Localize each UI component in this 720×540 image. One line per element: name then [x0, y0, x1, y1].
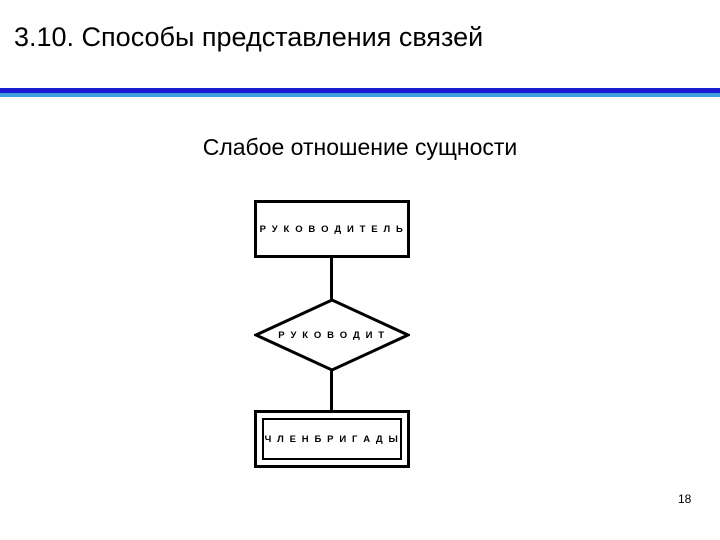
page-title: 3.10. Способы представления связей: [14, 22, 484, 52]
slide-subtitle: Слабое отношение сущности: [202, 134, 518, 160]
entity-node-crew-member-label: Ч Л Е Н Б Р И Г А Д Ы: [264, 433, 400, 445]
relationship-node-manages-label: Р У К О В О Д И Т: [278, 329, 386, 341]
entity-node-manager: Р У К О В О Д И Т Е Л Ь: [254, 200, 410, 258]
entity-node-crew-member-inner-border: [262, 418, 402, 460]
entity-node-crew-member: Ч Л Е Н Б Р И Г А Д Ы: [254, 410, 410, 468]
title-divider-light: [0, 93, 720, 97]
title-divider-dark: [0, 88, 720, 93]
er-diagram: Р У К О В О Д И Т Е Л Ь Р У К О В О Д И …: [210, 185, 510, 485]
relationship-node-manages: Р У К О В О Д И Т: [254, 298, 410, 372]
edge-relationship-to-crew-member: [330, 370, 333, 412]
edge-manager-to-relationship: [330, 258, 333, 300]
page-number: 18: [678, 492, 692, 506]
entity-node-manager-label: Р У К О В О Д И Т Е Л Ь: [259, 223, 405, 235]
